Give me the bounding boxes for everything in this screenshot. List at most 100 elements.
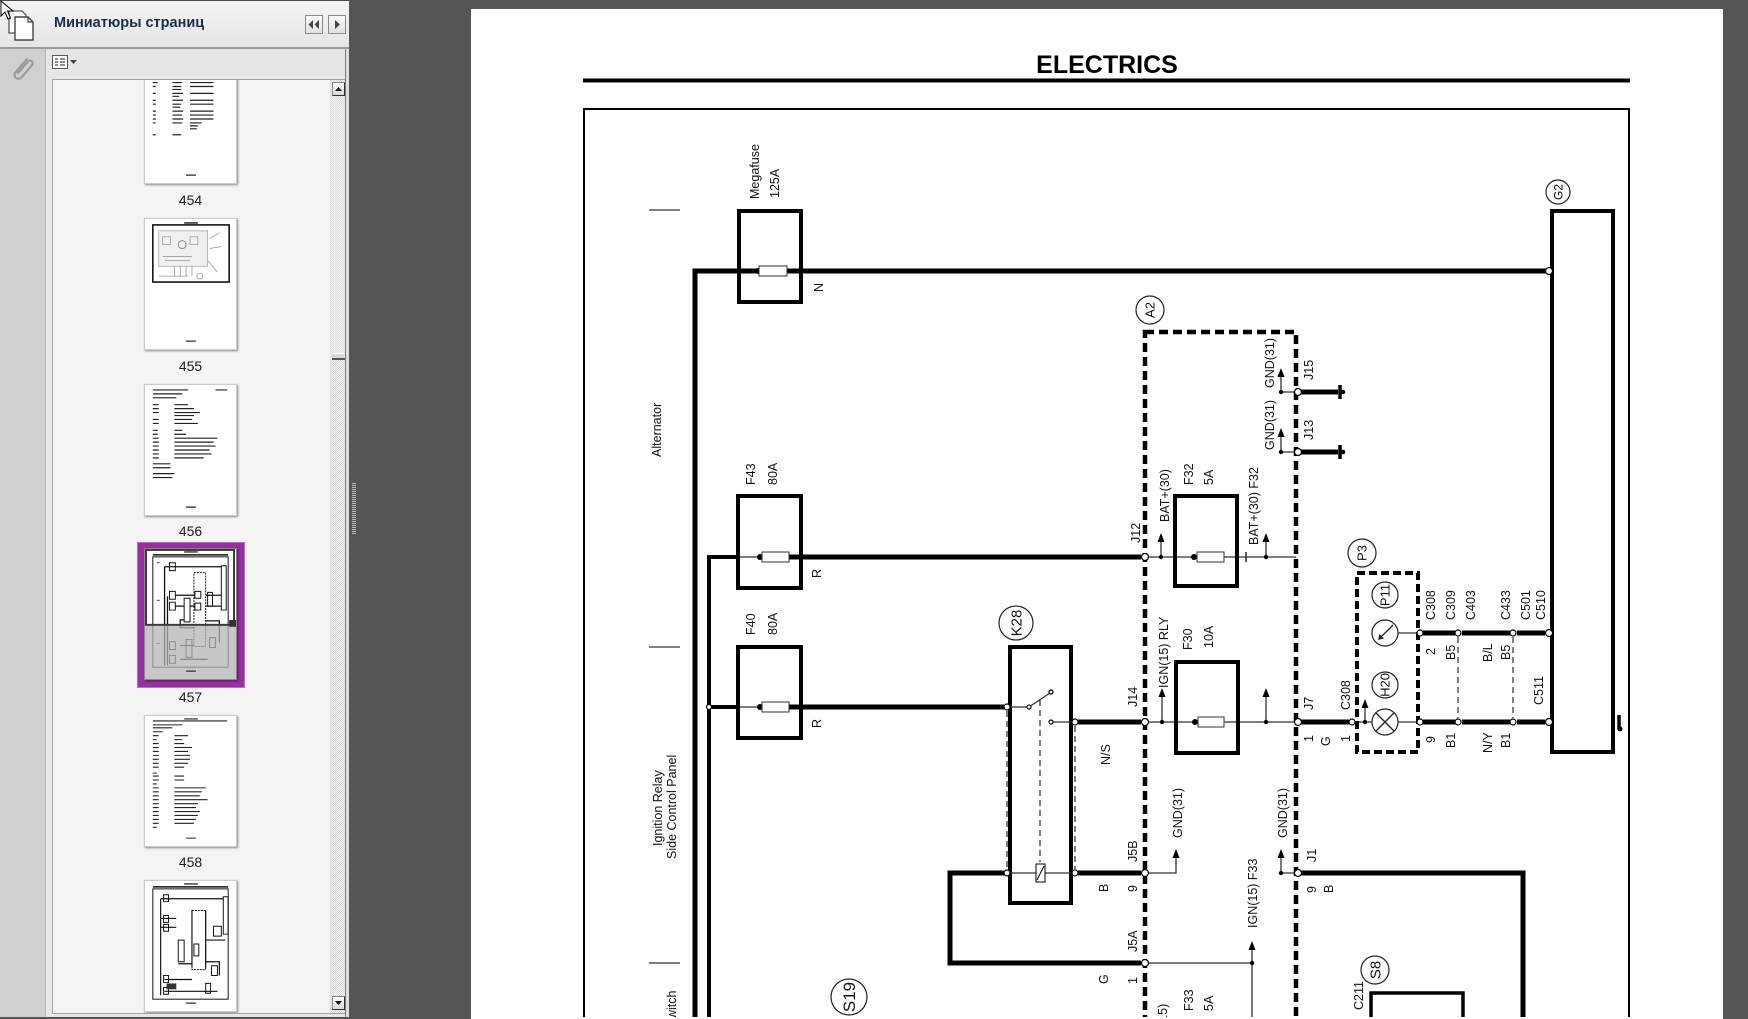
wire-code-b: B <box>1097 884 1111 892</box>
double-chevron-left-icon <box>308 20 319 29</box>
pin-1-label: 1 <box>1339 735 1353 742</box>
thumbnail-image <box>145 549 236 679</box>
ground-icon <box>1617 726 1623 732</box>
fuse-box-a2-outline <box>1142 329 1299 1017</box>
page-number-label: 458 <box>178 854 203 870</box>
signal-ign15-f33-label: IGN(15) F33 <box>1246 858 1260 928</box>
signal-gnd31-label: GND(31) <box>1263 338 1277 388</box>
terminal-j12 <box>1140 552 1150 562</box>
tag-k28 <box>998 605 1034 641</box>
wire-j5a-g <box>947 870 1141 966</box>
page-title: ELECTRICS <box>1036 51 1178 79</box>
page-number-label: 457 <box>178 689 203 705</box>
tag-h20 <box>1371 671 1399 699</box>
tag-s19-label: S19 <box>840 982 859 1012</box>
terminal-j13 <box>1293 447 1303 457</box>
tag-h20-label: H20 <box>1378 673 1393 697</box>
junction-j5b-label: J5B <box>1126 840 1140 862</box>
header-divider <box>0 47 349 49</box>
pin-b5-label: B5 <box>1444 645 1458 660</box>
fuse-f33-rating: 5A <box>1202 995 1216 1011</box>
paperclip-icon[interactable] <box>7 54 37 86</box>
wire-code-g: G <box>1097 974 1111 984</box>
junction-j13-label: J13 <box>1302 420 1316 440</box>
pin-1-label: 1 <box>1126 977 1140 984</box>
page-number-label: 454 <box>178 192 203 208</box>
fuse-f32-box <box>1173 494 1239 588</box>
relay-contact-point <box>1048 719 1054 725</box>
page-thumbnail[interactable] <box>144 880 237 1012</box>
arrow-up-icon <box>335 87 342 91</box>
connector-c511-label: C511 <box>1532 676 1546 705</box>
collapse-panel-button[interactable] <box>305 15 323 34</box>
tag-g2 <box>1545 179 1571 205</box>
wire-code-bl: B/L <box>1481 643 1495 662</box>
thumbnail-image <box>152 222 230 342</box>
signal-ign15-rly-label: IGN(15) RLY <box>1157 616 1171 688</box>
pin-1-label: 1 <box>1302 735 1316 742</box>
wire-p3-internal <box>1352 632 1420 723</box>
wire-battery-bus <box>692 268 757 1017</box>
fuse-f40-rating: 80A <box>766 612 780 635</box>
fuse-f30-box <box>1174 660 1240 755</box>
junction-j7-label: J7 <box>1302 697 1316 710</box>
megafuse-rating: 125A <box>768 168 782 198</box>
wire-j12-bat <box>1148 540 1296 558</box>
wiring-diagram: ELECTRICS Alternator Ignition Relay Side… <box>583 51 1630 1017</box>
page-thumbnail-current[interactable] <box>144 548 237 680</box>
tag-p11-label: P11 <box>1378 584 1393 606</box>
wire-code-g: G <box>1319 736 1333 746</box>
pin-9-label: 9 <box>1305 886 1319 893</box>
connector <box>1416 629 1424 637</box>
section-label-alternator: Alternator <box>650 403 664 457</box>
fuse-f43-rating: 80A <box>766 462 780 485</box>
connector-links <box>1457 637 1514 718</box>
signal-gnd31-label: GND(31) <box>1171 788 1185 838</box>
page-number-label: 455 <box>178 358 203 374</box>
signal-wires <box>738 374 1420 1017</box>
junction-dot <box>1278 389 1284 395</box>
page-thumbnail[interactable] <box>144 80 237 184</box>
page-thumbnail[interactable] <box>144 218 237 350</box>
connector <box>1454 629 1462 637</box>
page-thumbnails-panel: Миниатюры страниц <box>0 0 349 1017</box>
page-thumbnail[interactable] <box>144 715 237 847</box>
terminal-j1 <box>1293 868 1303 878</box>
junction-dots <box>705 389 1368 966</box>
junction-dot <box>1278 449 1284 455</box>
instrument-p3-internals <box>1371 619 1514 736</box>
fuse-f43-box <box>736 494 803 590</box>
panel-title: Миниатюры страниц <box>54 15 205 31</box>
page-thumbnail[interactable] <box>144 384 237 516</box>
fuse-end <box>1191 554 1197 560</box>
relay-contact-point <box>1048 689 1054 695</box>
tag-p3-label: P3 <box>1355 545 1370 561</box>
wire-fuse-inner <box>738 556 760 708</box>
fuse-symbols <box>755 265 1225 728</box>
panel-toolbar <box>46 49 349 79</box>
terminal <box>1544 628 1554 638</box>
wire-code-ny: N/Y <box>1481 732 1495 754</box>
pages-icon[interactable] <box>6 8 36 42</box>
tag-k28-label: K28 <box>1009 610 1026 637</box>
pin-2-label: 2 <box>1424 648 1438 655</box>
tag-s8 <box>1360 955 1390 985</box>
megafuse-label: Megafuse <box>748 144 762 199</box>
thumbnail-scrollbar[interactable] <box>330 80 345 1013</box>
connector-c309-label: C309 <box>1444 590 1458 620</box>
terminal-j5b <box>1140 868 1150 878</box>
scroll-down-button[interactable] <box>332 996 345 1010</box>
panel-resize-handle[interactable] <box>352 483 356 535</box>
wire-j14-ign <box>1148 695 1296 723</box>
signal-ign15-partial-label: (15) <box>1156 1004 1170 1017</box>
scroll-up-button[interactable] <box>332 82 345 96</box>
scrollbar-thumb[interactable] <box>332 97 345 360</box>
fuse-f40-box <box>736 645 803 740</box>
junction-j1-label: J1 <box>1305 849 1319 862</box>
section-label-side-control-panel: Side Control Panel <box>665 755 679 859</box>
terminal <box>1544 717 1554 727</box>
arrow-up-icons <box>1157 368 1369 950</box>
thumbnail-options-button[interactable] <box>52 54 80 72</box>
options-expand-button[interactable] <box>328 15 346 34</box>
chevron-right-icon <box>335 20 340 29</box>
